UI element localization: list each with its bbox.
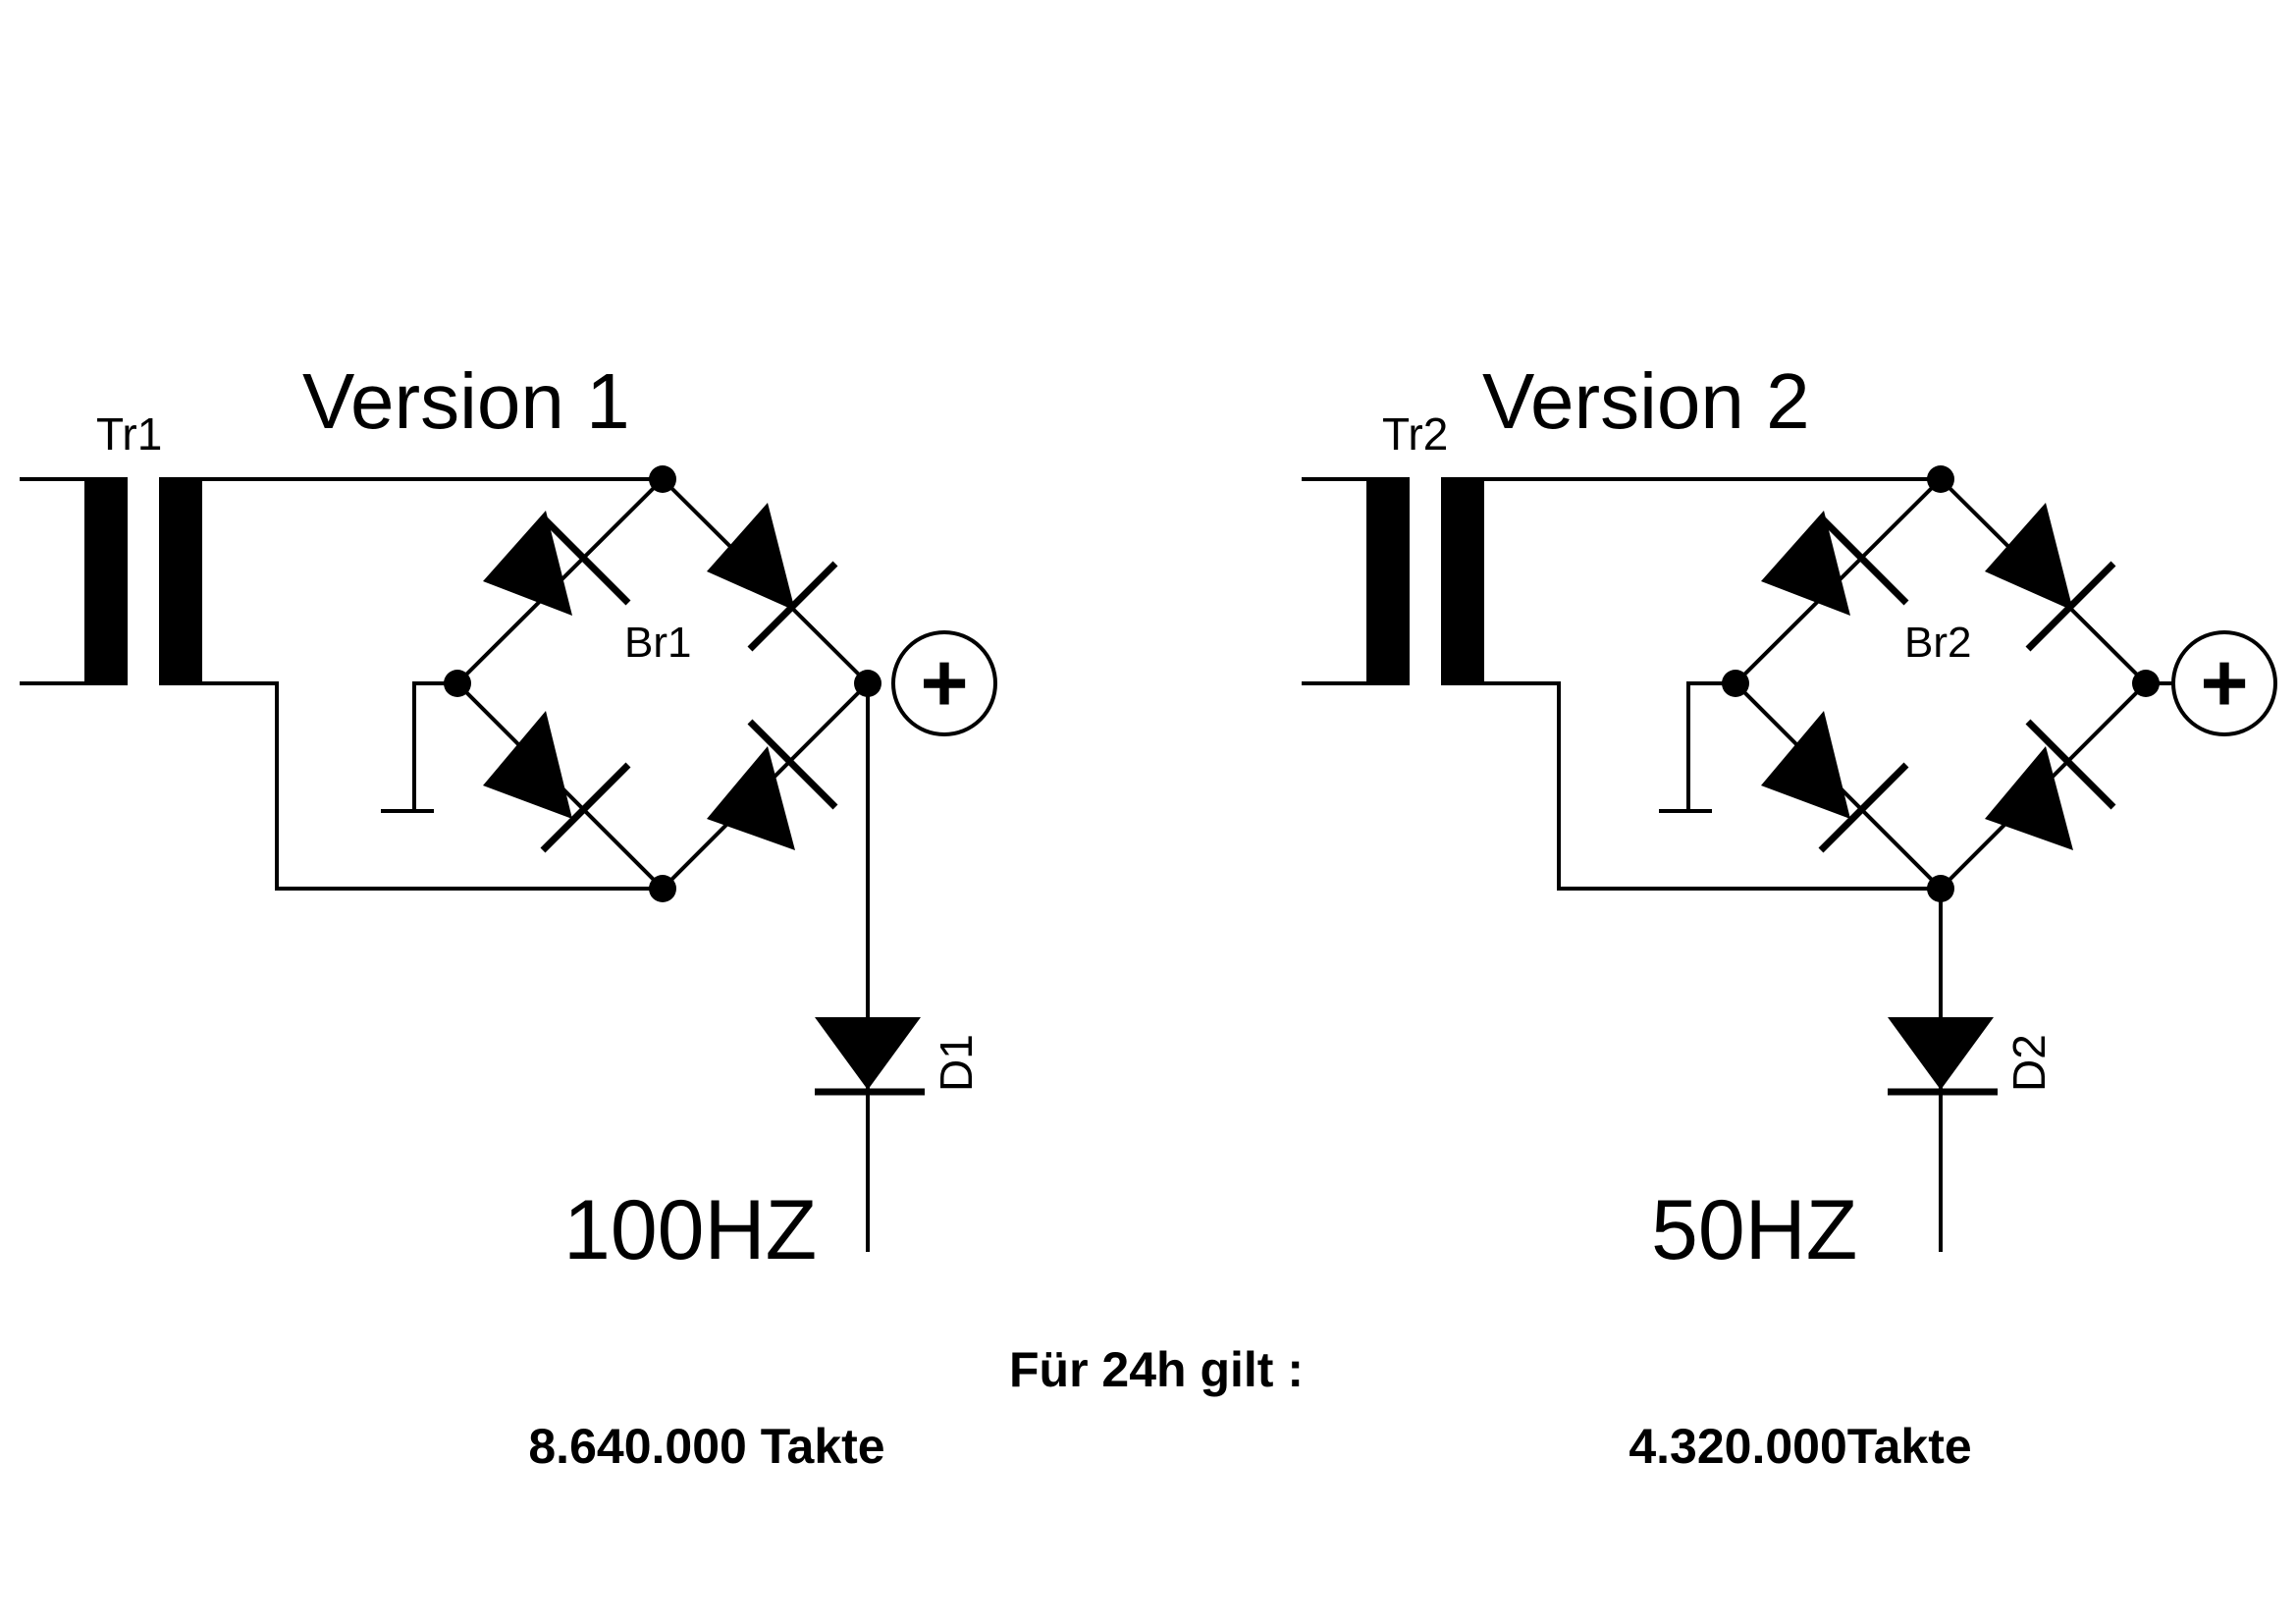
plus-sign-2: +	[2200, 636, 2248, 729]
version-2-title: Version 2	[1482, 357, 1810, 445]
frequency-2: 50HZ	[1651, 1183, 1857, 1277]
plus-sign-1: +	[920, 636, 968, 729]
bridge-2-diode-bottom-right	[1985, 719, 2116, 850]
diode-d2-label: D2	[2003, 1034, 2055, 1092]
bridge-1-diamond	[454, 476, 871, 892]
bridge-2-diamond	[1733, 476, 2149, 892]
diode-d1-label: D1	[931, 1034, 982, 1092]
footer-heading: Für 24h gilt :	[1009, 1342, 1304, 1397]
footer-notes: Für 24h gilt : 8.640.000 Takte 4.320.000…	[528, 1342, 1971, 1474]
ground-wire-2	[1686, 681, 1735, 811]
bridge-2-diode-top-right	[1985, 503, 2116, 652]
ground-wire-1	[412, 681, 457, 811]
bridge-1-diode-bottom-left	[483, 711, 631, 853]
circuit-version-1: Version 1 Tr1 Br1	[20, 357, 997, 1277]
bridge-2-diode-bottom-left	[1761, 711, 1909, 853]
transformer-1-label: Tr1	[96, 408, 162, 460]
plus-terminal-2: +	[2171, 630, 2277, 736]
diode-d1	[815, 1017, 925, 1096]
plus-terminal-1: +	[891, 630, 997, 736]
bridge-2-diode-top-left	[1761, 511, 1909, 616]
circuit-version-2: Version 2 Tr2 Br2	[1302, 357, 2277, 1277]
footer-count-1: 8.640.000 Takte	[528, 1419, 884, 1474]
bridge-1-label: Br1	[624, 619, 691, 667]
transformer-2-label: Tr2	[1382, 408, 1448, 460]
wire-bottom-1	[202, 681, 663, 891]
bridge-1-diode-top-left	[483, 511, 631, 616]
diode-d2	[1888, 1017, 1998, 1096]
frequency-1: 100HZ	[563, 1183, 817, 1277]
footer-count-2: 4.320.000Takte	[1629, 1419, 1971, 1474]
bridge-1-diode-bottom-right	[707, 719, 838, 850]
transformer-2	[1302, 477, 1484, 685]
bridge-1-diode-top-right	[707, 503, 838, 652]
bridge-2-label: Br2	[1904, 619, 1971, 667]
transformer-1	[20, 477, 202, 685]
version-1-title: Version 1	[302, 357, 630, 445]
wire-bottom-2	[1484, 681, 1941, 891]
